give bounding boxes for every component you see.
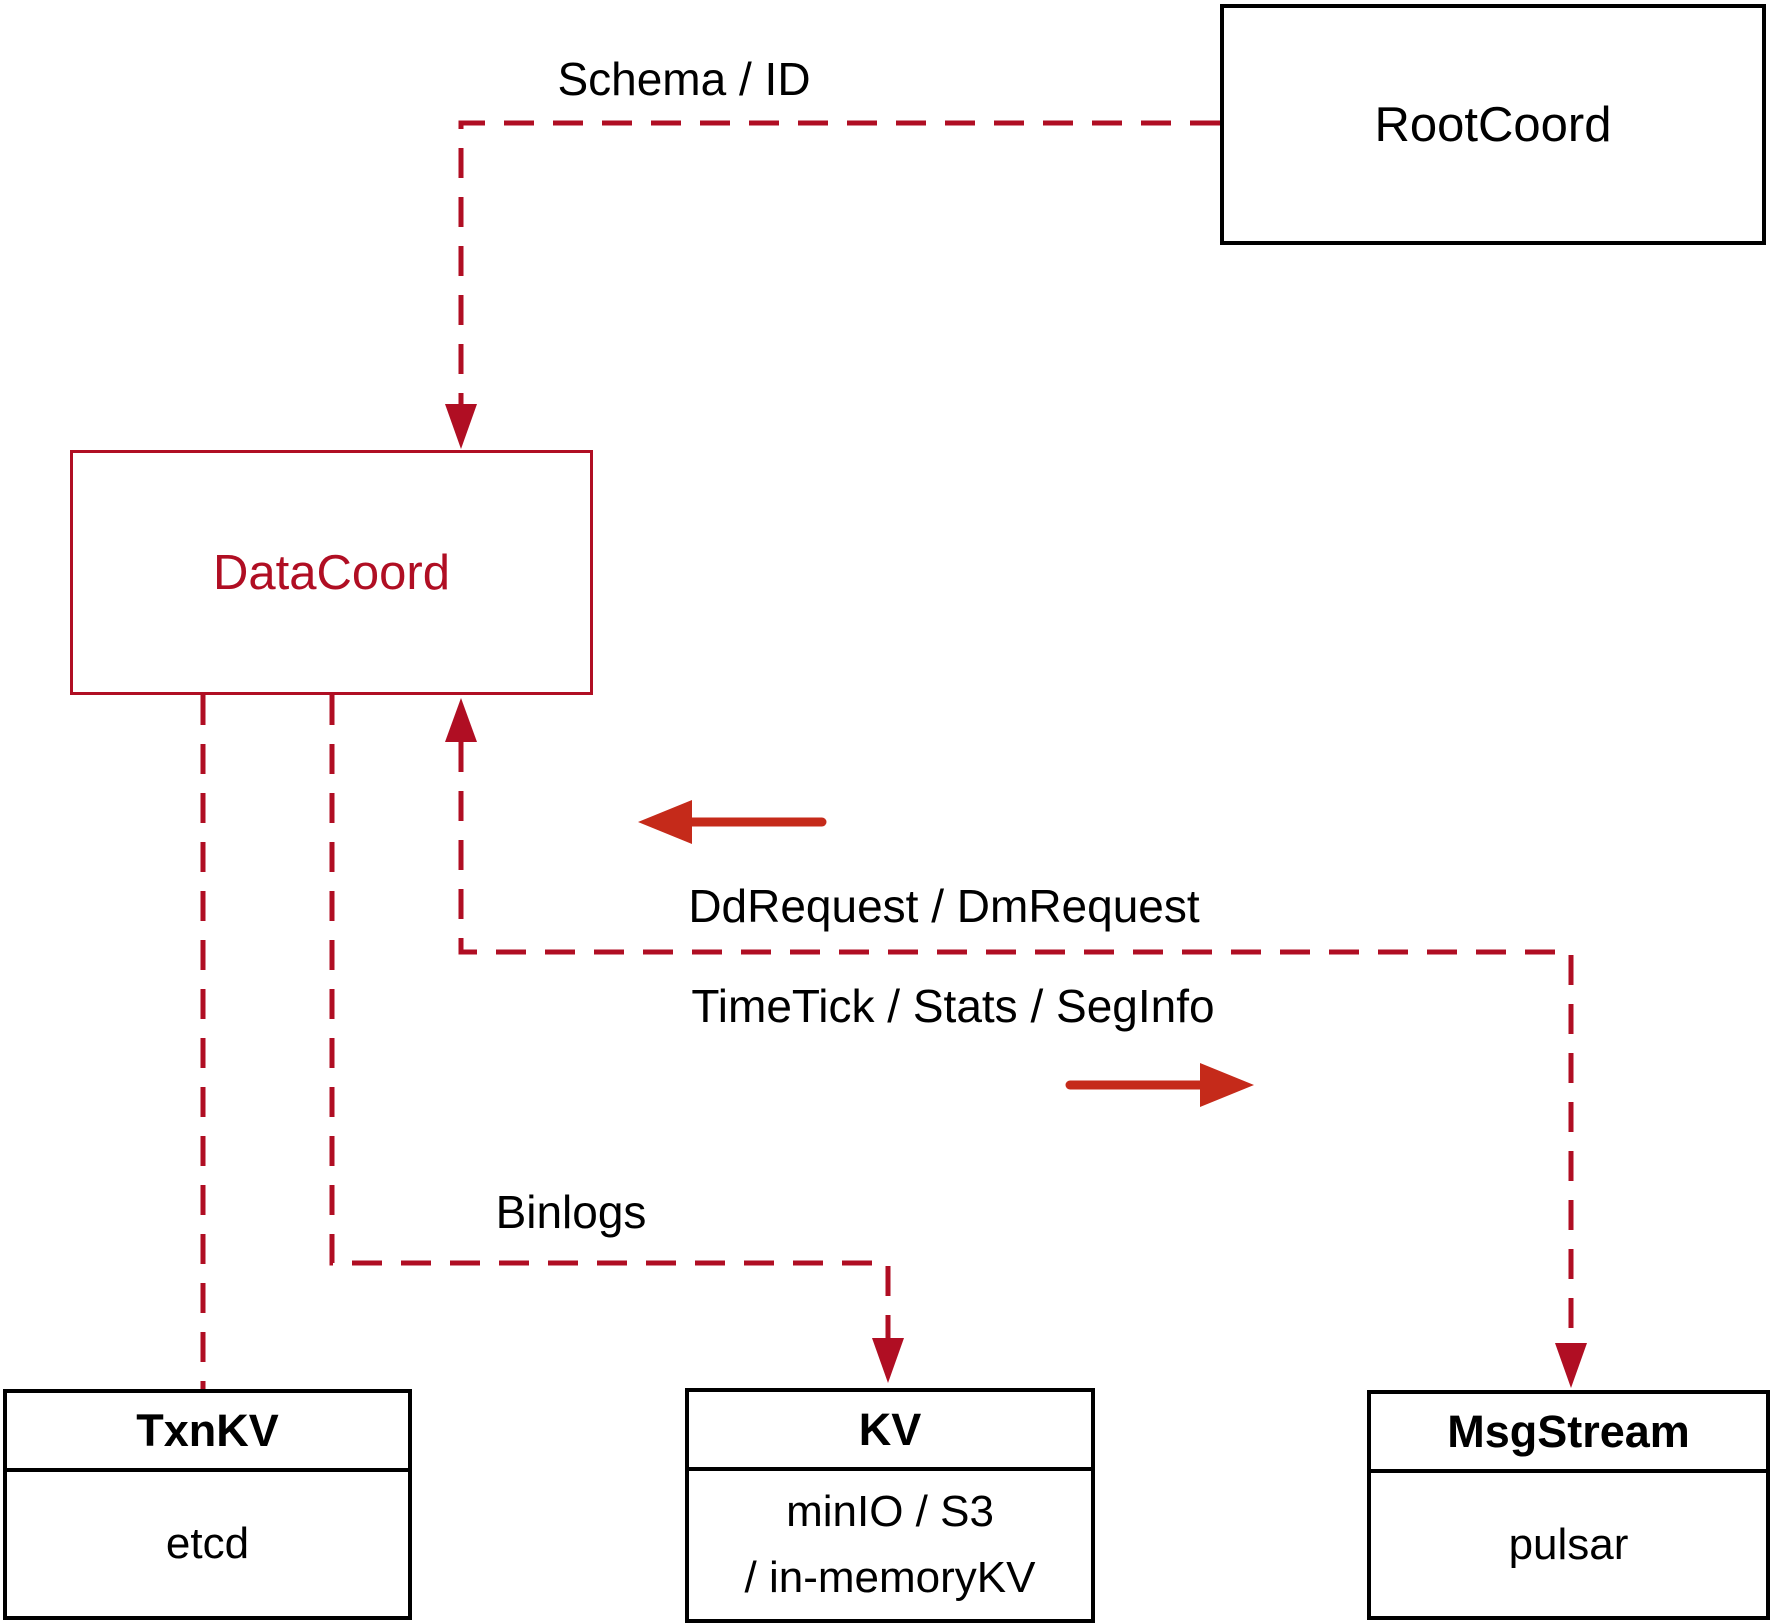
kv-title: KV [689, 1392, 1091, 1471]
node-txnkv: TxnKV etcd [3, 1389, 412, 1620]
kv-subtitle: minIO / S3 / in-memoryKV [689, 1471, 1091, 1619]
txnkv-title: TxnKV [7, 1393, 408, 1472]
datacoord-title: DataCoord [213, 545, 450, 600]
edge-label-timetick-stats-seginfo: TimeTick / Stats / SegInfo [691, 980, 1215, 1032]
flow-arrow-right-icon [1200, 1063, 1254, 1107]
edge-binlogs [329, 695, 891, 1339]
msgstream-subtitle: pulsar [1508, 1519, 1629, 1569]
kv-subtitle-line2: / in-memoryKV [744, 1553, 1036, 1602]
node-rootcoord: RootCoord [1220, 4, 1766, 245]
arrowhead-into-datacoord-bottom [445, 698, 477, 742]
arrowhead-into-datacoord-top [445, 404, 477, 449]
arrowhead-into-kv-top [872, 1338, 904, 1383]
edge-label-binlogs: Binlogs [495, 1186, 647, 1238]
edge-schema-id [458, 120, 1220, 407]
edge-label-schema-id: Schema / ID [557, 53, 811, 105]
flow-arrow-left-icon [638, 800, 692, 844]
rootcoord-title: RootCoord [1374, 97, 1612, 152]
node-msgstream: MsgStream pulsar [1367, 1390, 1770, 1620]
kv-subtitle-line1: minIO / S3 [786, 1487, 994, 1536]
edge-datacoord-msgstream [458, 742, 1574, 1344]
node-datacoord: DataCoord [70, 450, 593, 695]
edge-label-ddrequest-dmrequest: DdRequest / DmRequest [688, 880, 1200, 932]
node-kv: KV minIO / S3 / in-memoryKV [685, 1388, 1095, 1623]
arrowhead-into-msgstream-top [1555, 1343, 1587, 1388]
txnkv-subtitle: etcd [165, 1519, 250, 1568]
msgstream-title: MsgStream [1371, 1394, 1766, 1473]
